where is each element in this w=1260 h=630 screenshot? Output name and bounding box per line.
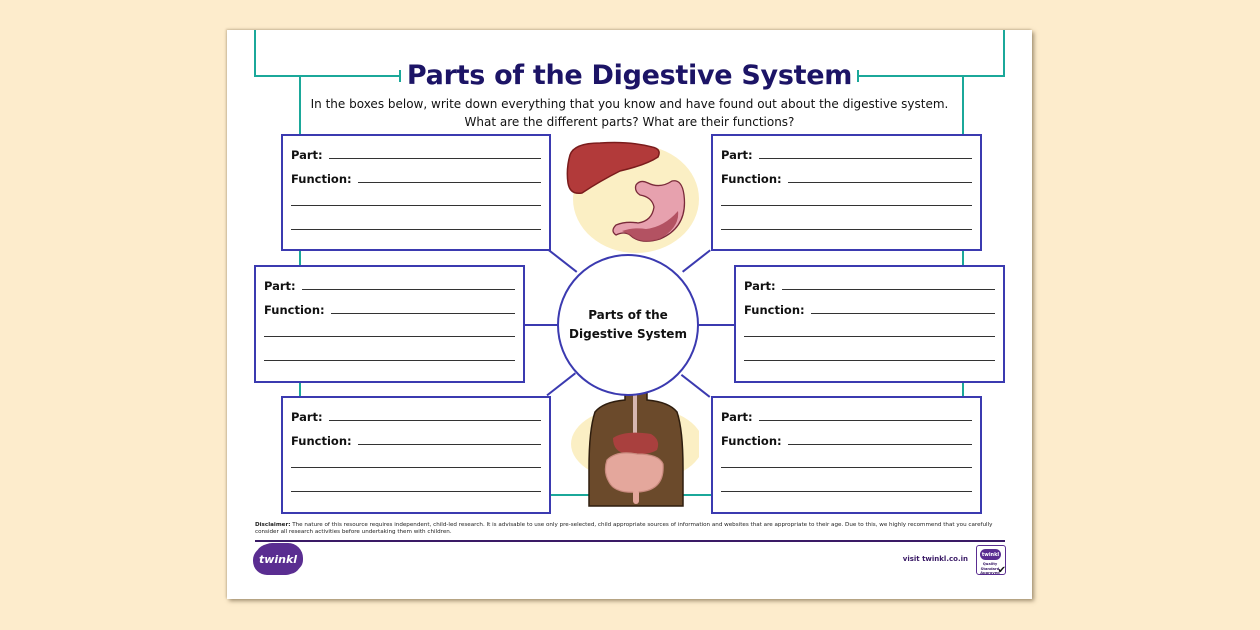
part-label: Part: bbox=[744, 279, 776, 293]
function-answer-line[interactable] bbox=[330, 313, 515, 314]
part-answer-line[interactable] bbox=[328, 420, 541, 421]
quality-standard-badge: twinkl Quality Standard Approved ✔ bbox=[976, 545, 1006, 576]
digestive-system-body-illustration bbox=[571, 352, 699, 507]
function-answer-line[interactable] bbox=[357, 182, 541, 183]
frame-line bbox=[1003, 30, 1005, 77]
twinkl-logo[interactable]: twinkl bbox=[255, 544, 301, 574]
connector-line bbox=[524, 324, 558, 326]
answer-box-top-right: Part: Function: bbox=[711, 134, 982, 251]
answer-line[interactable] bbox=[264, 336, 515, 337]
answer-line[interactable] bbox=[264, 360, 515, 361]
answer-line[interactable] bbox=[291, 491, 541, 492]
function-answer-line[interactable] bbox=[810, 313, 995, 314]
part-answer-line[interactable] bbox=[781, 289, 995, 290]
part-label: Part: bbox=[721, 148, 753, 162]
liver-stomach-illustration bbox=[566, 141, 699, 253]
disclaimer-text: The nature of this resource requires ind… bbox=[255, 522, 993, 535]
part-label: Part: bbox=[721, 410, 753, 424]
badge-logo: twinkl bbox=[980, 549, 1001, 560]
page-title: Parts of the Digestive System bbox=[406, 60, 853, 91]
instructions-line-2: What are the different parts? What are t… bbox=[464, 115, 795, 129]
connector-line bbox=[698, 324, 735, 326]
answer-box-bottom-right: Part: Function: bbox=[711, 396, 982, 514]
center-topic-circle: Parts of the Digestive System bbox=[557, 254, 699, 396]
checkmark-icon: ✔ bbox=[997, 565, 1006, 576]
function-label: Function: bbox=[721, 434, 782, 448]
answer-line[interactable] bbox=[291, 205, 541, 206]
part-label: Part: bbox=[291, 410, 323, 424]
answer-line[interactable] bbox=[721, 467, 972, 468]
frame-line bbox=[299, 382, 301, 397]
center-topic-line-2: Digestive System bbox=[569, 327, 687, 341]
frame-line bbox=[254, 30, 256, 77]
part-answer-line[interactable] bbox=[758, 158, 972, 159]
answer-line[interactable] bbox=[744, 360, 995, 361]
answer-line[interactable] bbox=[291, 229, 541, 230]
part-answer-line[interactable] bbox=[328, 158, 541, 159]
function-label: Function: bbox=[264, 303, 325, 317]
disclaimer: Disclaimer: The nature of this resource … bbox=[255, 522, 1005, 536]
function-answer-line[interactable] bbox=[357, 444, 541, 445]
visit-website-link[interactable]: visit twinkl.co.in bbox=[902, 555, 968, 563]
frame-line bbox=[254, 75, 400, 77]
footer-divider bbox=[255, 540, 1005, 542]
part-label: Part: bbox=[264, 279, 296, 293]
answer-line[interactable] bbox=[721, 229, 972, 230]
answer-box-middle-left: Part: Function: bbox=[254, 265, 525, 383]
answer-line[interactable] bbox=[291, 467, 541, 468]
frame-line bbox=[962, 382, 964, 397]
answer-line[interactable] bbox=[721, 491, 972, 492]
function-label: Function: bbox=[291, 172, 352, 186]
frame-line bbox=[399, 70, 401, 82]
worksheet-page: Parts of the Digestive System In the box… bbox=[227, 30, 1032, 599]
answer-box-top-left: Part: Function: bbox=[281, 134, 551, 251]
function-answer-line[interactable] bbox=[787, 444, 972, 445]
part-label: Part: bbox=[291, 148, 323, 162]
frame-line bbox=[299, 75, 301, 135]
part-answer-line[interactable] bbox=[758, 420, 972, 421]
function-label: Function: bbox=[721, 172, 782, 186]
frame-line bbox=[962, 250, 964, 265]
answer-line[interactable] bbox=[721, 205, 972, 206]
instructions-line-1: In the boxes below, write down everythin… bbox=[310, 97, 949, 111]
function-answer-line[interactable] bbox=[787, 182, 972, 183]
function-label: Function: bbox=[744, 303, 805, 317]
frame-line bbox=[857, 70, 859, 82]
part-answer-line[interactable] bbox=[301, 289, 515, 290]
frame-line bbox=[299, 250, 301, 265]
answer-line[interactable] bbox=[744, 336, 995, 337]
frame-line bbox=[857, 75, 1005, 77]
function-label: Function: bbox=[291, 434, 352, 448]
answer-box-middle-right: Part: Function: bbox=[734, 265, 1005, 383]
frame-line bbox=[962, 75, 964, 135]
answer-box-bottom-left: Part: Function: bbox=[281, 396, 551, 514]
badge-text: Quality Standard Approved bbox=[980, 562, 1000, 575]
disclaimer-label: Disclaimer: bbox=[255, 522, 291, 528]
center-topic-label: Parts of the Digestive System bbox=[559, 306, 697, 344]
center-topic-line-1: Parts of the bbox=[588, 308, 668, 322]
